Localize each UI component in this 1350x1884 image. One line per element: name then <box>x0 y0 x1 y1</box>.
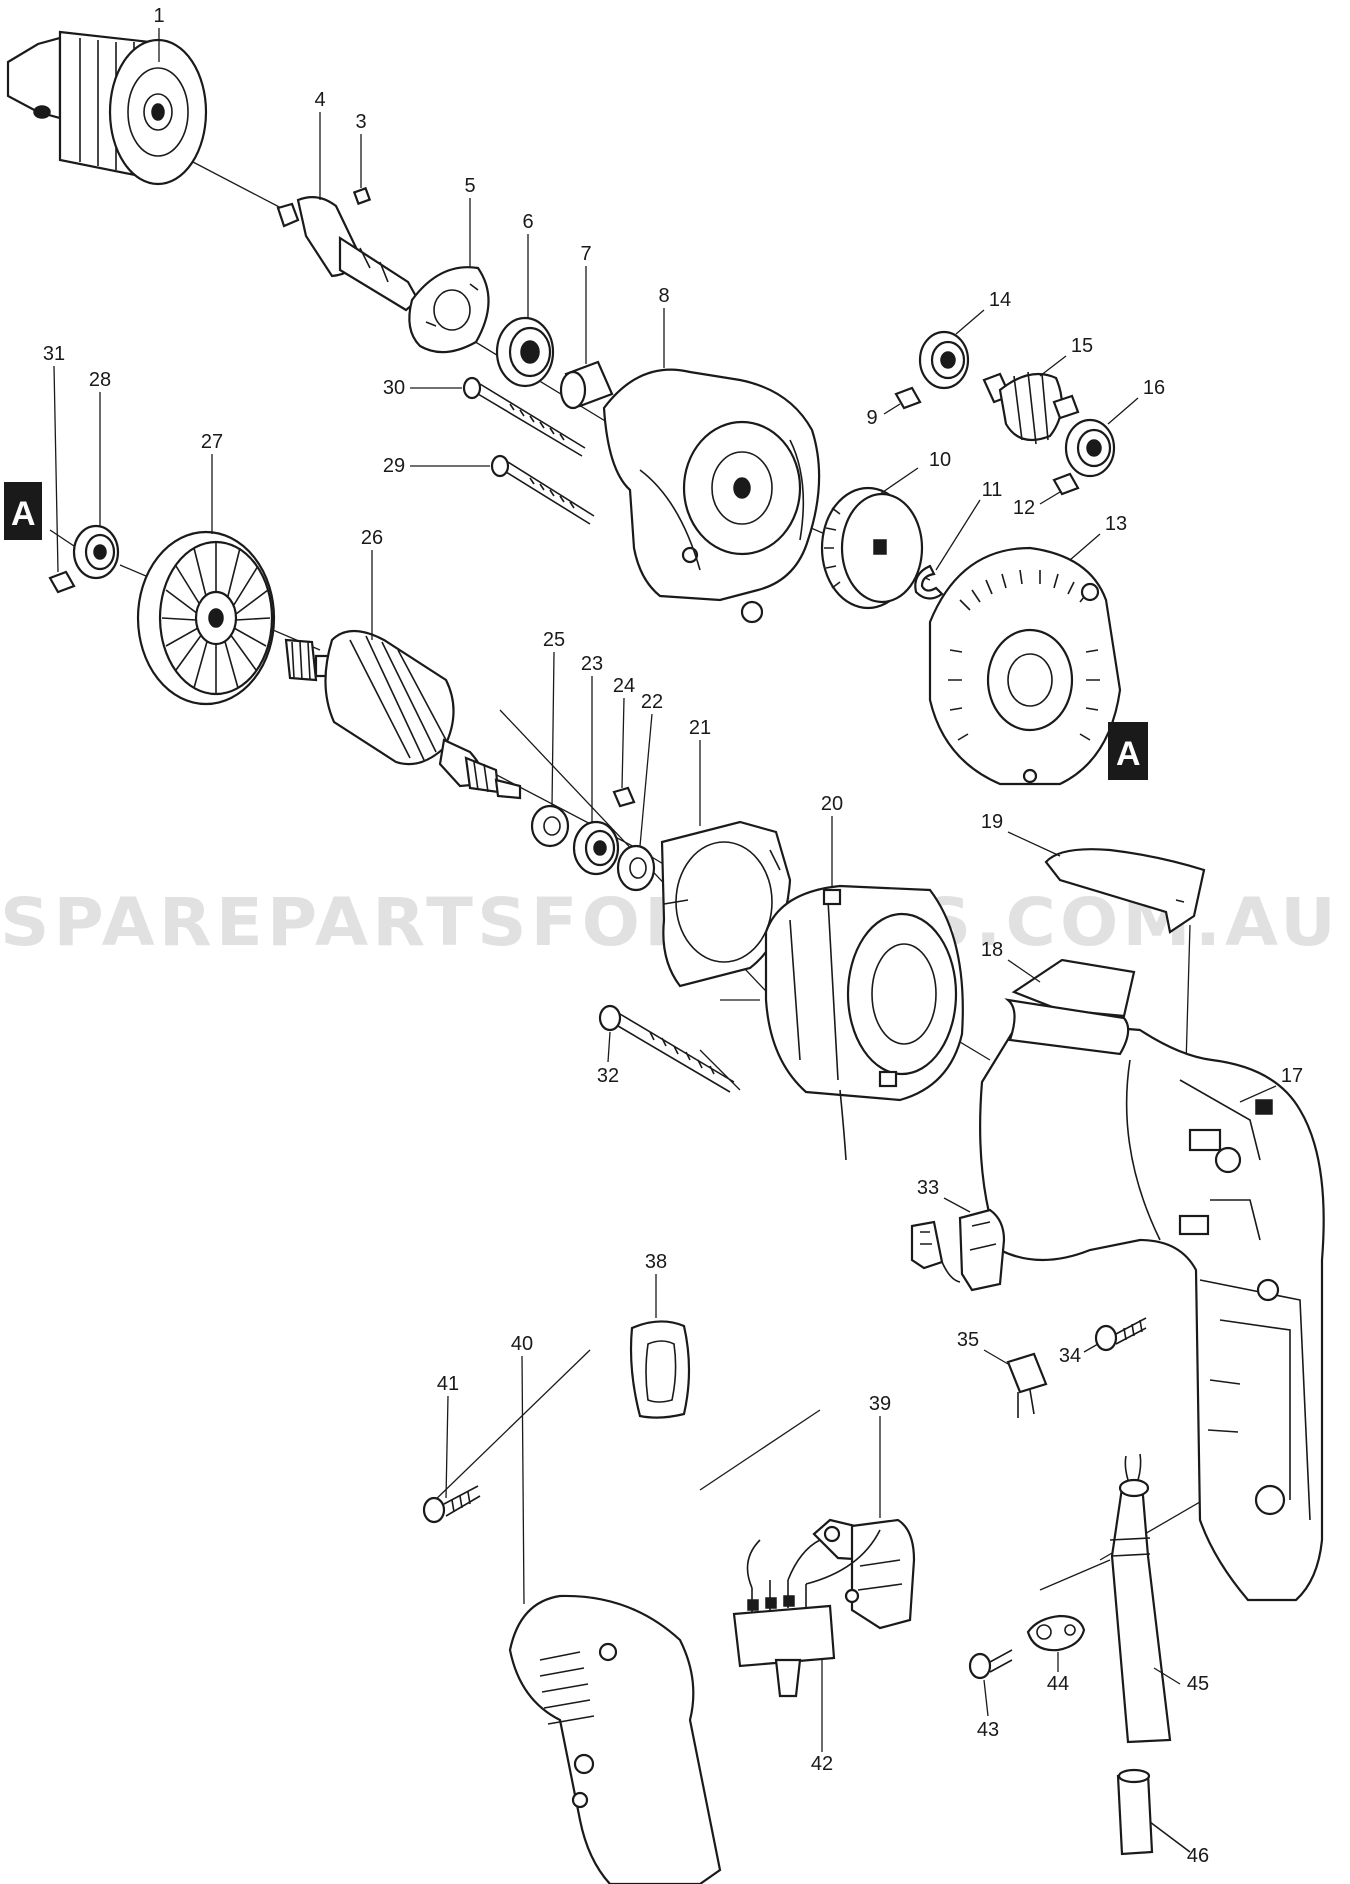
label-part-35: 35 <box>957 1329 979 1351</box>
label-part-1: 1 <box>153 5 164 27</box>
part-42-switch-assembly <box>732 1529 881 1698</box>
part-17-motor-housing <box>979 998 1325 1602</box>
part-13-bearing-box <box>928 546 1122 786</box>
section-marker-left: A <box>4 482 42 540</box>
svg-text:A: A <box>11 495 36 533</box>
label-part-17: 17 <box>1281 1065 1303 1087</box>
label-part-12: 12 <box>1013 497 1035 519</box>
label-part-34: 34 <box>1059 1345 1081 1367</box>
label-part-10: 10 <box>929 449 951 471</box>
label-part-30: 30 <box>383 377 405 399</box>
part-41-screw <box>422 1485 481 1524</box>
label-part-26: 26 <box>361 527 383 549</box>
label-part-32: 32 <box>597 1065 619 1087</box>
part-4-spindle <box>276 186 420 312</box>
label-part-40: 40 <box>511 1333 533 1355</box>
part-35-capacitor <box>1006 1352 1048 1418</box>
part-31-pin <box>48 570 76 594</box>
label-part-43: 43 <box>977 1719 999 1741</box>
part-20-field <box>764 884 964 1161</box>
label-part-39: 39 <box>869 1393 891 1415</box>
section-marker-right: A <box>1108 722 1148 780</box>
label-part-27: 27 <box>201 431 223 453</box>
part-15-gear-shaft <box>982 371 1080 445</box>
label-part-23: 23 <box>581 653 603 675</box>
part-43-screw <box>968 1649 1013 1680</box>
label-part-41: 41 <box>437 1373 459 1395</box>
part-26-armature <box>284 629 522 800</box>
label-part-9: 9 <box>866 407 877 429</box>
label-part-25: 25 <box>543 629 565 651</box>
label-part-42: 42 <box>811 1753 833 1775</box>
part-33-brush-holder <box>910 1208 1006 1292</box>
part-32-screw <box>598 1004 735 1093</box>
part-5-bearing-retainer <box>408 266 490 354</box>
label-part-29: 29 <box>383 455 405 477</box>
label-part-7: 7 <box>580 243 591 265</box>
part-30-screw <box>462 376 586 457</box>
part-29-screw <box>490 454 595 525</box>
label-part-21: 21 <box>689 717 711 739</box>
label-part-18: 18 <box>981 939 1003 961</box>
part-14-ball-bearing <box>918 330 970 390</box>
part-9-pin <box>894 386 922 410</box>
label-part-38: 38 <box>645 1251 667 1273</box>
part-27-fan <box>136 530 276 706</box>
part-25-insulation-washer <box>530 804 570 848</box>
label-part-44: 44 <box>1047 1673 1069 1695</box>
label-part-6: 6 <box>522 211 533 233</box>
label-part-45: 45 <box>1187 1673 1209 1695</box>
label-part-20: 20 <box>821 793 843 815</box>
label-part-28: 28 <box>89 369 111 391</box>
part-45-cord-guard <box>1109 1453 1172 1744</box>
part-1-drill-chuck <box>6 30 208 186</box>
part-19-handle-cover <box>1044 848 1206 934</box>
label-part-8: 8 <box>658 285 669 307</box>
label-part-46: 46 <box>1187 1845 1209 1867</box>
part-6-ball-bearing <box>495 316 555 388</box>
label-part-5: 5 <box>464 175 475 197</box>
label-part-33: 33 <box>917 1177 939 1199</box>
label-part-14: 14 <box>989 289 1011 311</box>
label-part-4: 4 <box>314 89 325 111</box>
label-part-13: 13 <box>1105 513 1127 535</box>
label-part-11: 11 <box>982 479 1003 501</box>
part-12-pin <box>1052 472 1080 496</box>
svg-text:A: A <box>1116 735 1141 773</box>
part-number-labels: 1 3 4 5 6 7 8 9 10 11 12 13 14 15 16 17 <box>43 5 1303 1867</box>
part-28-ball-bearing <box>72 524 120 580</box>
label-part-16: 16 <box>1143 377 1165 399</box>
label-part-24: 24 <box>613 675 635 697</box>
label-part-15: 15 <box>1071 335 1093 357</box>
label-part-19: 19 <box>981 811 1003 833</box>
part-11-retaining-ring <box>914 564 944 600</box>
part-46-sleeve <box>1116 1768 1191 1856</box>
label-part-22: 22 <box>641 691 663 713</box>
part-8-gear-housing <box>602 368 821 624</box>
part-22-washer <box>616 844 656 892</box>
part-16-ball-bearing <box>1064 418 1116 478</box>
part-10-spur-gear <box>820 486 924 610</box>
part-34-screw <box>1094 1317 1147 1352</box>
part-39-switch <box>812 1518 916 1630</box>
part-23-ball-bearing <box>572 820 620 876</box>
part-38-rubber-ring <box>629 1320 691 1419</box>
label-part-3: 3 <box>355 111 366 133</box>
part-44-strain-relief <box>1026 1614 1086 1652</box>
part-24-pin <box>612 786 636 808</box>
label-part-31: 31 <box>43 343 65 365</box>
part-40-handle-cover <box>508 1594 722 1884</box>
part-7-sleeve <box>559 360 614 410</box>
part-21-baffle-plate <box>660 820 792 988</box>
